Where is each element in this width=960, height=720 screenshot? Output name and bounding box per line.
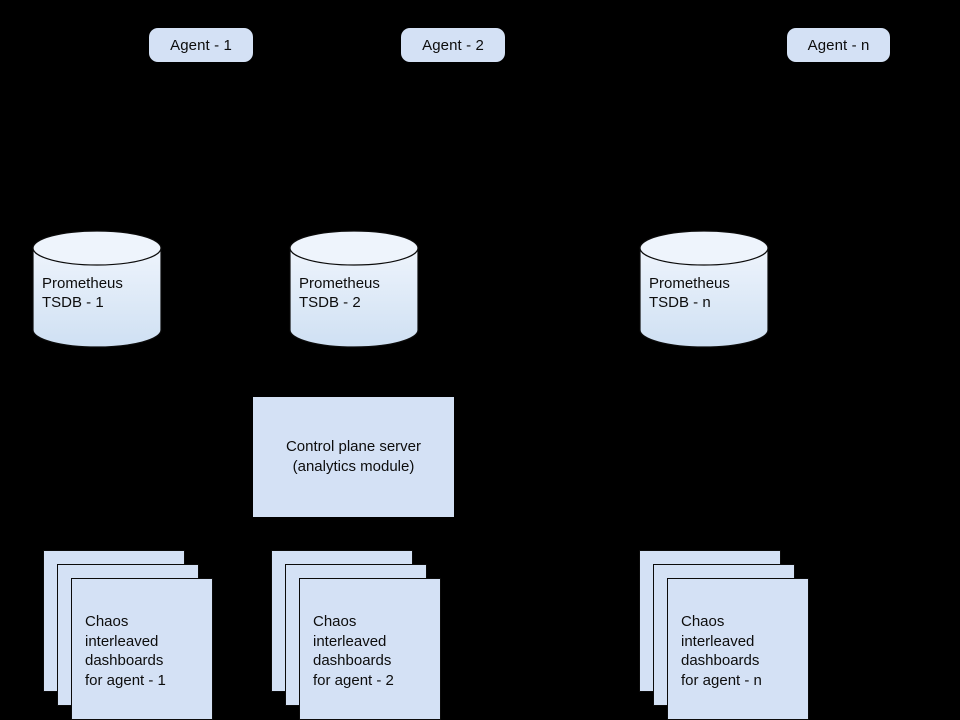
cylinder-shape-icon — [289, 230, 419, 348]
agent-box-2[interactable]: Agent - 2 — [401, 28, 505, 62]
agent-label-2: Agent - 2 — [422, 36, 484, 54]
cylinder-shape-icon — [32, 230, 162, 348]
dashboard-stack-2[interactable]: Chaos interleaved dashboards for agent -… — [271, 550, 441, 720]
agent-box-n[interactable]: Agent - n — [787, 28, 890, 62]
database-label-1: Prometheus TSDB - 1 — [42, 275, 123, 311]
dashboard-card-front[interactable] — [71, 578, 213, 720]
agent-box-1[interactable]: Agent - 1 — [149, 28, 253, 62]
database-cylinder-1[interactable]: Prometheus TSDB - 1 — [32, 230, 162, 348]
dashboard-stack-n[interactable]: Chaos interleaved dashboards for agent -… — [639, 550, 809, 720]
dashboard-stack-label-1: Chaos interleaved dashboards for agent -… — [85, 613, 166, 689]
link-tsdb-n-to-control-plane — [363, 348, 705, 397]
control-plane-server-label: Control plane server (analytics module) — [285, 438, 422, 475]
dashboard-card-front[interactable] — [299, 578, 441, 720]
database-cylinder-n[interactable]: Prometheus TSDB - n — [639, 230, 769, 348]
link-tsdb-1-to-control-plane — [96, 348, 346, 397]
link-agent-2-to-tsdb-2 — [348, 62, 454, 230]
control-plane-server-box[interactable]: Control plane server (analytics module) — [253, 397, 454, 517]
dashboard-stack-1[interactable]: Chaos interleaved dashboards for agent -… — [43, 550, 213, 720]
agent-label-n: Agent - n — [807, 36, 870, 54]
cylinder-shape-icon — [639, 230, 769, 348]
agent-label-1: Agent - 1 — [170, 36, 232, 54]
database-cylinder-2[interactable]: Prometheus TSDB - 2 — [289, 230, 419, 348]
dashboard-stack-label-2: Chaos interleaved dashboards for agent -… — [313, 613, 394, 689]
database-label-n: Prometheus TSDB - n — [649, 275, 730, 311]
dashboard-stack-label-n: Chaos interleaved dashboards for agent -… — [681, 613, 762, 689]
database-label-2: Prometheus TSDB - 2 — [299, 275, 380, 311]
link-agent-1-to-tsdb-1 — [91, 62, 202, 230]
link-agent-n-to-tsdb-n — [698, 62, 839, 230]
dashboard-card-front[interactable] — [667, 578, 809, 720]
